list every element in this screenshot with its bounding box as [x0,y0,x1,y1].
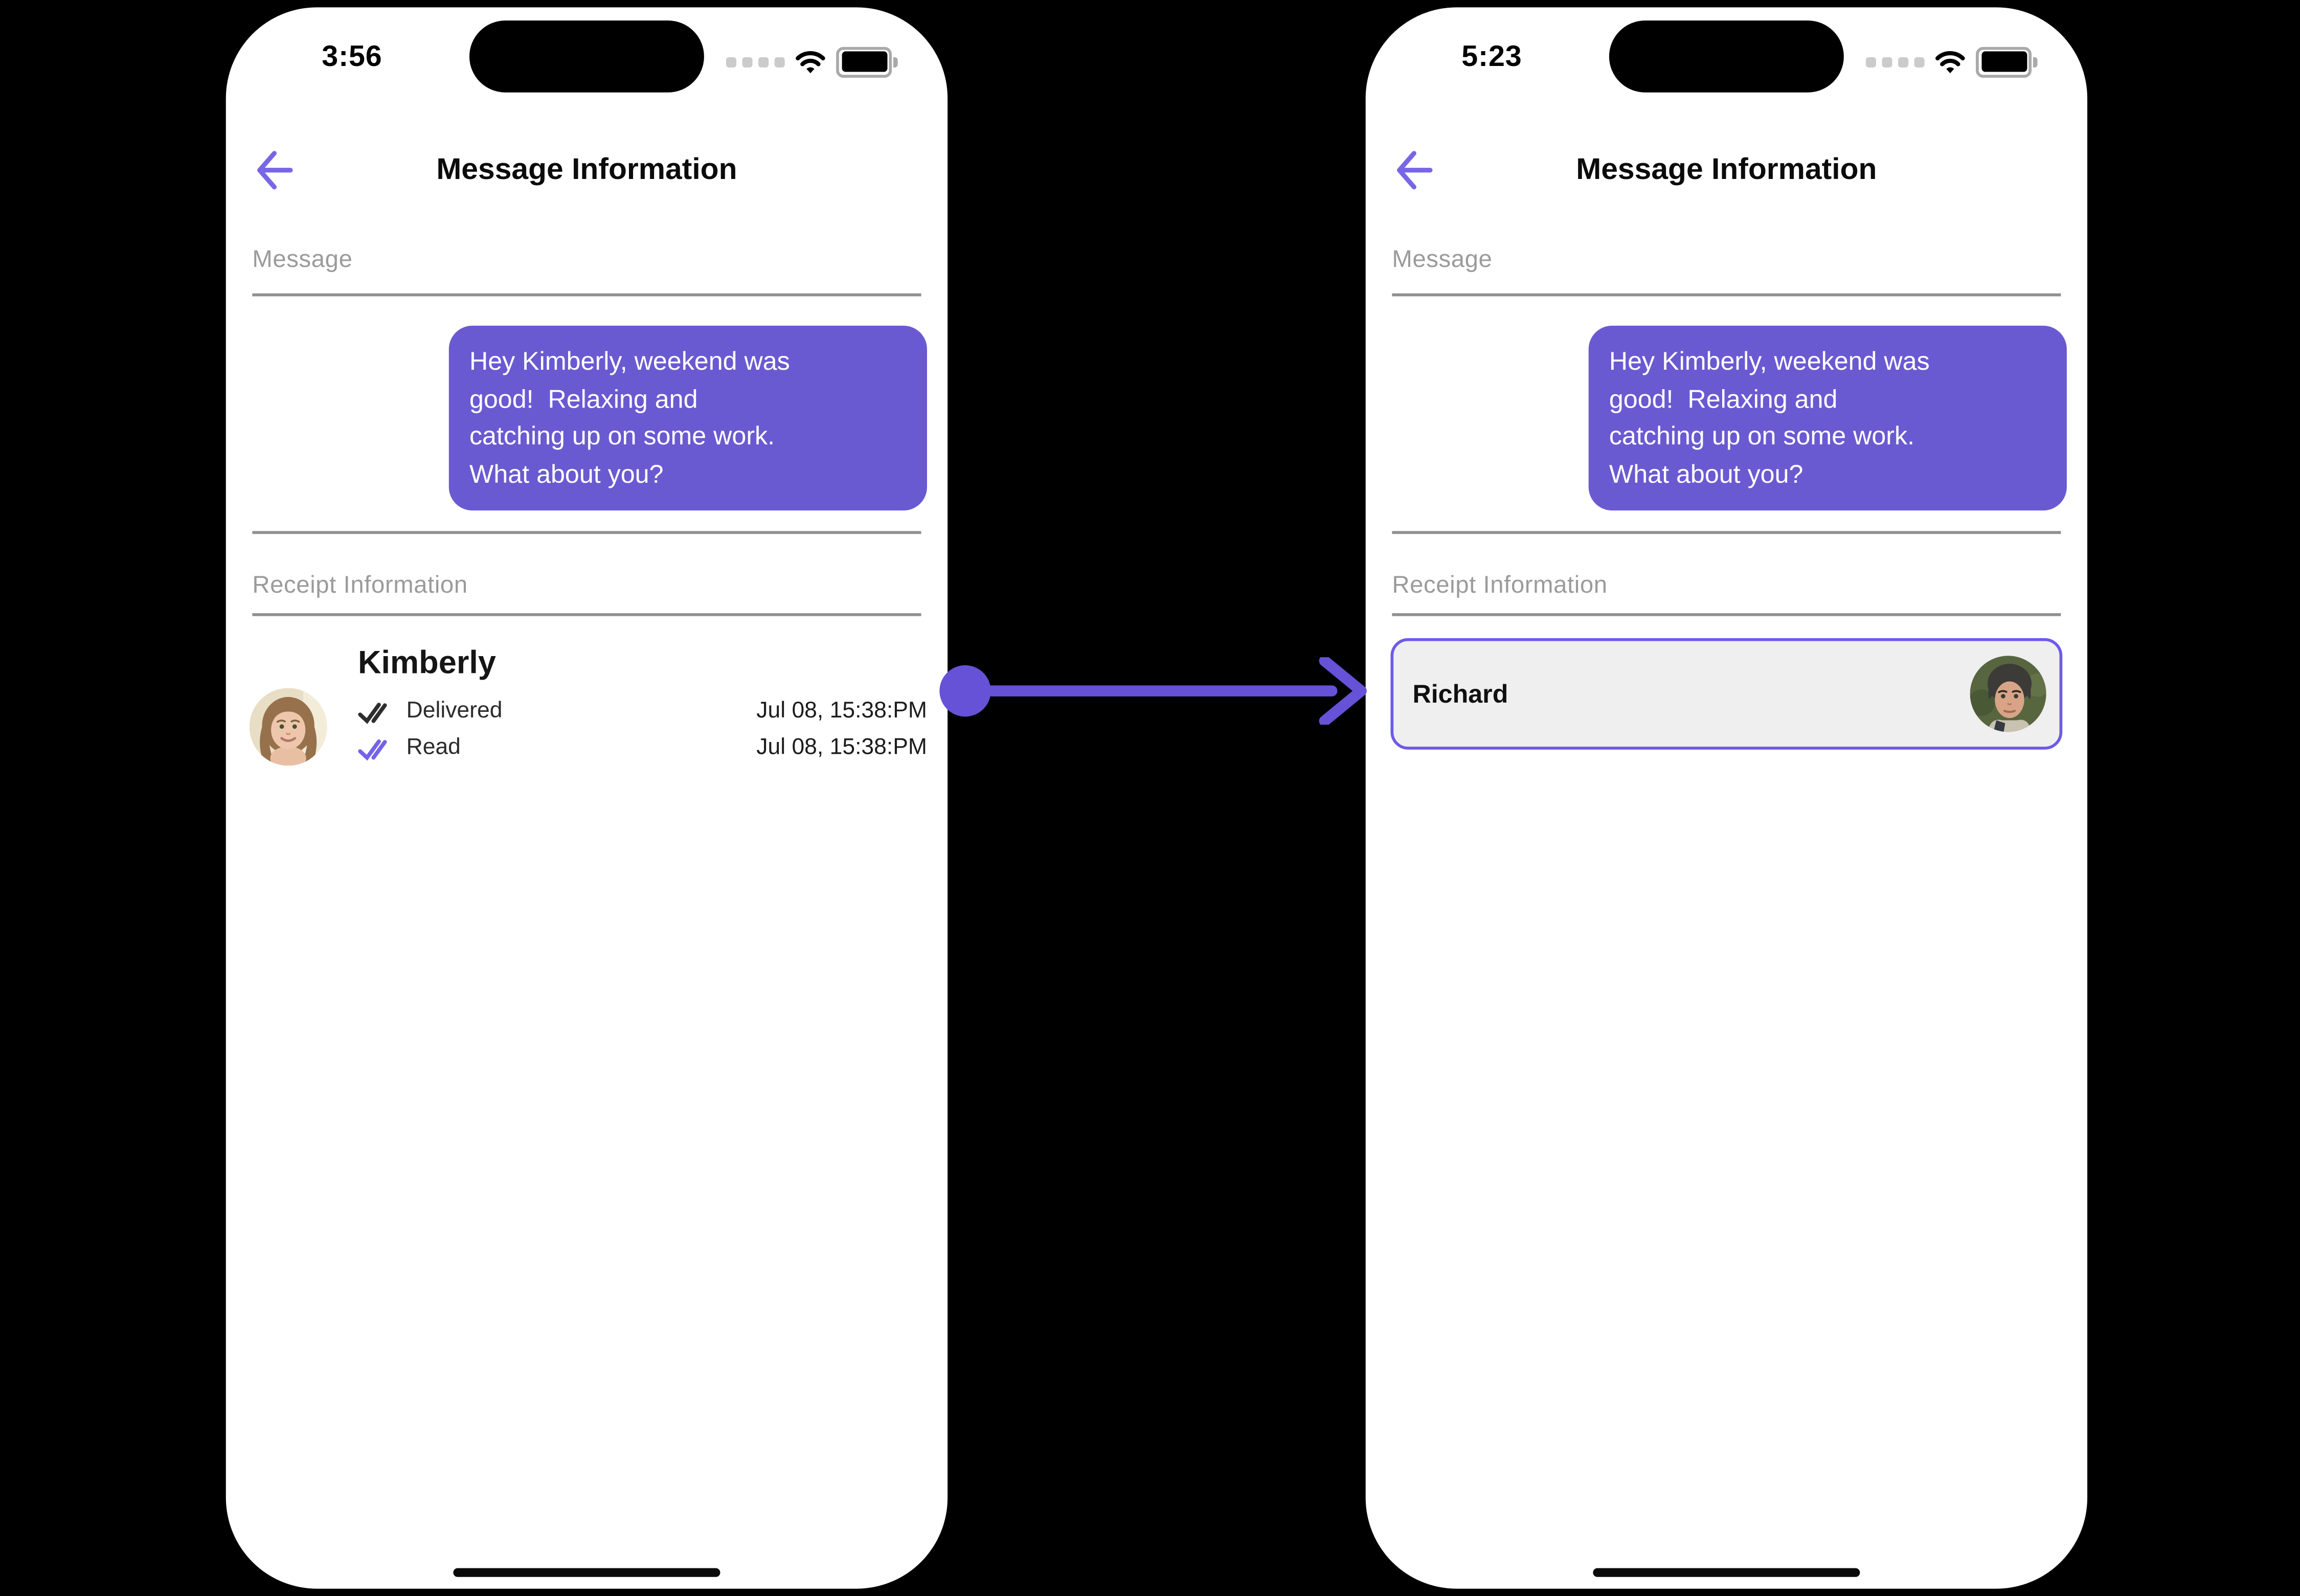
phone-screen-right: 5:23 Message Information Message Hey [1365,7,2088,1589]
phone-screen-left: 3:56 Message Information Message Hey [226,7,948,1589]
wifi-icon [796,50,825,73]
home-indicator[interactable] [1593,1568,1860,1577]
divider [252,531,921,534]
cellular-signal-icon [1865,56,1925,67]
back-button[interactable] [1395,148,1433,192]
status-delivered-label: Delivered [406,698,503,724]
arrow-left-icon [257,151,293,190]
status-icons [726,39,898,83]
delivered-timestamp: Jul 08, 15:38:PM [756,698,927,724]
divider [252,293,921,297]
double-check-icon [358,739,387,761]
dynamic-island [469,20,704,93]
receipt-section-label: Receipt Information [1392,572,1608,599]
receipt-section-label: Receipt Information [252,572,468,599]
message-section-label: Message [252,246,353,273]
kimberly-avatar [249,688,327,766]
battery-icon [836,46,898,77]
back-button[interactable] [255,148,294,192]
status-read-label: Read [406,735,461,760]
home-indicator[interactable] [453,1568,720,1577]
cellular-signal-icon [726,56,785,67]
richard-avatar [1970,656,2046,732]
status-time: 3:56 [322,41,382,74]
message-bubble: Hey Kimberly, weekend was good! Relaxing… [448,325,927,511]
contact-name: Richard [1412,678,1508,708]
divider [1392,293,2061,297]
message-section-label: Message [1392,246,1493,273]
divider [252,613,921,616]
arrow-left-icon [1397,151,1433,190]
recipient-row-richard[interactable]: Richard [1390,638,2063,750]
wifi-icon [1935,50,1965,73]
page-title: Message Information [436,152,737,187]
status-time: 5:23 [1461,41,1522,74]
divider [1392,531,2061,534]
double-check-icon [358,703,387,724]
read-timestamp: Jul 08, 15:38:PM [756,735,927,760]
dynamic-island [1609,20,1844,93]
divider [1392,613,2061,616]
page-title: Message Information [1576,152,1877,187]
battery-icon [1976,46,2038,77]
status-icons [1865,39,2038,83]
arrow-right-icon [939,657,1367,725]
message-bubble: Hey Kimberly, weekend was good! Relaxing… [1588,325,2067,511]
contact-name: Kimberly [357,644,497,681]
